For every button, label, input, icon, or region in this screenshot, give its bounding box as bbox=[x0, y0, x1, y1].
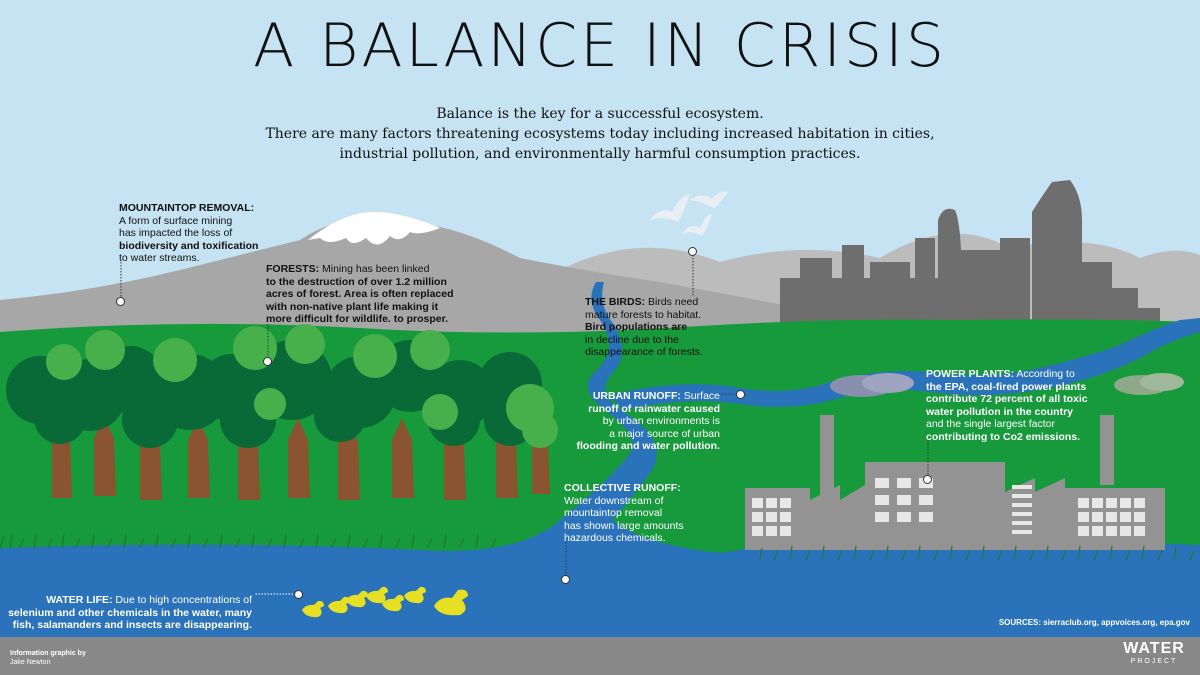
note-birds: THE BIRDS: Birds need mature forests to … bbox=[585, 296, 703, 359]
note-line: Mining has been linked bbox=[319, 263, 430, 275]
note-heading: URBAN RUNOFF: bbox=[592, 390, 681, 402]
intro-text: Balance is the key for a successful ecos… bbox=[250, 104, 950, 164]
credit-line: Information graphic by bbox=[10, 650, 86, 657]
hotspot-dot bbox=[736, 390, 745, 399]
tree-trunks bbox=[52, 418, 550, 500]
note-heading: FORESTS: bbox=[266, 263, 320, 275]
note-line: mature forests to habitat. bbox=[585, 308, 702, 321]
hotspot-dot bbox=[116, 297, 125, 306]
mountain-snow bbox=[308, 211, 440, 245]
water-project-logo[interactable]: WATER PROJECT bbox=[1118, 640, 1190, 666]
hotspot-dot bbox=[294, 590, 303, 599]
note-line: hazardous chemicals. bbox=[564, 532, 666, 544]
note-line: to water streams. bbox=[119, 252, 200, 264]
note-line: and the single largest factor bbox=[926, 418, 1055, 430]
tree-canopies-light bbox=[46, 324, 558, 448]
credit-name: Jake Newton bbox=[10, 659, 51, 666]
hotspot-dot bbox=[263, 357, 272, 366]
note-line: with non-native plant life making it bbox=[266, 300, 439, 313]
note-line: more difficult for wildlife. to prosper. bbox=[266, 313, 449, 325]
note-line: biodiversity and toxification bbox=[119, 239, 259, 252]
note-line: A form of surface mining bbox=[119, 214, 233, 227]
note-heading: THE BIRDS: bbox=[585, 296, 646, 308]
duck bbox=[346, 590, 368, 608]
duck bbox=[366, 586, 388, 604]
hotspot-dot bbox=[923, 475, 932, 484]
note-line: has impacted the loss of bbox=[119, 227, 233, 239]
note-urban-runoff: URBAN RUNOFF: Surface runoff of rainwate… bbox=[560, 390, 720, 453]
note-line: Surface bbox=[680, 390, 720, 402]
note-heading: POWER PLANTS: bbox=[926, 368, 1015, 380]
ducks bbox=[302, 586, 468, 618]
note-line: Birds need bbox=[645, 296, 699, 308]
note-line: fish, salamanders and insects are disapp… bbox=[12, 619, 252, 631]
duck bbox=[382, 594, 404, 612]
note-line: Due to high concentrations of bbox=[112, 594, 252, 606]
note-line: According to bbox=[1014, 368, 1075, 380]
note-power-plants: POWER PLANTS: According to the EPA, coal… bbox=[926, 368, 1088, 443]
intro-line: industrial pollution, and environmentall… bbox=[339, 146, 861, 162]
intro-line: Balance is the key for a successful ecos… bbox=[436, 106, 764, 122]
note-line: flooding and water pollution. bbox=[576, 440, 720, 452]
footer-bar bbox=[0, 637, 1200, 675]
hotspot-dot bbox=[688, 247, 697, 256]
note-line: the EPA, coal-fired power plants bbox=[926, 380, 1087, 393]
bird bbox=[690, 191, 728, 208]
note-heading: COLLECTIVE RUNOFF: bbox=[564, 482, 681, 494]
note-line: selenium and other chemicals in the wate… bbox=[8, 606, 252, 619]
note-line: water pollution in the country bbox=[926, 405, 1073, 418]
note-collective-runoff: COLLECTIVE RUNOFF: Water downstream of m… bbox=[564, 482, 684, 545]
intro-line: There are many factors threatening ecosy… bbox=[265, 126, 935, 142]
note-water-life: WATER LIFE: Due to high concentrations o… bbox=[0, 594, 252, 632]
duck bbox=[302, 600, 324, 618]
note-heading: WATER LIFE: bbox=[46, 594, 113, 606]
bird bbox=[682, 214, 712, 236]
note-line: in decline due to the bbox=[585, 333, 679, 346]
note-line: has shown large amounts bbox=[564, 519, 684, 532]
note-line: by urban environments is bbox=[602, 415, 720, 427]
note-line: runoff of rainwater caused bbox=[588, 402, 720, 415]
note-line: mountaintop removal bbox=[564, 507, 663, 519]
duck bbox=[404, 586, 426, 604]
note-heading: MOUNTAINTOP REMOVAL: bbox=[119, 202, 255, 214]
trees bbox=[6, 324, 558, 500]
note-line: a major source of urban bbox=[609, 427, 720, 440]
sources-text: SOURCES: sierraclub.org, appvoices.org, … bbox=[998, 618, 1190, 627]
credit: Information graphic by Jake Newton bbox=[10, 649, 86, 667]
hotspot-dot bbox=[561, 575, 570, 584]
note-line: contributing to Co2 emissions. bbox=[926, 430, 1081, 443]
logo-word: WATER bbox=[1123, 640, 1185, 657]
note-line: disappearance of forests. bbox=[585, 346, 703, 358]
note-line: Water downstream of bbox=[564, 494, 664, 507]
note-line: acres of forest. Area is often replaced bbox=[266, 288, 454, 300]
grass-reeds bbox=[0, 533, 1195, 561]
note-line: to the destruction of over 1.2 million bbox=[266, 275, 447, 288]
note-mountaintop-removal: MOUNTAINTOP REMOVAL: A form of surface m… bbox=[119, 202, 258, 265]
birds bbox=[650, 191, 728, 236]
duck bbox=[328, 596, 350, 614]
logo-sub: PROJECT bbox=[1130, 658, 1178, 665]
duck bbox=[434, 589, 468, 616]
river-upper bbox=[610, 318, 1200, 410]
smog-clouds bbox=[830, 373, 1184, 397]
note-forests: FORESTS: Mining has been linked to the d… bbox=[266, 263, 454, 326]
bird bbox=[650, 194, 690, 222]
leader-lines bbox=[120, 255, 929, 595]
note-line: Bird populations are bbox=[585, 321, 688, 333]
note-line: contribute 72 percent of all toxic bbox=[926, 393, 1088, 405]
page-title: A BALANCE IN CRISIS bbox=[253, 11, 947, 81]
